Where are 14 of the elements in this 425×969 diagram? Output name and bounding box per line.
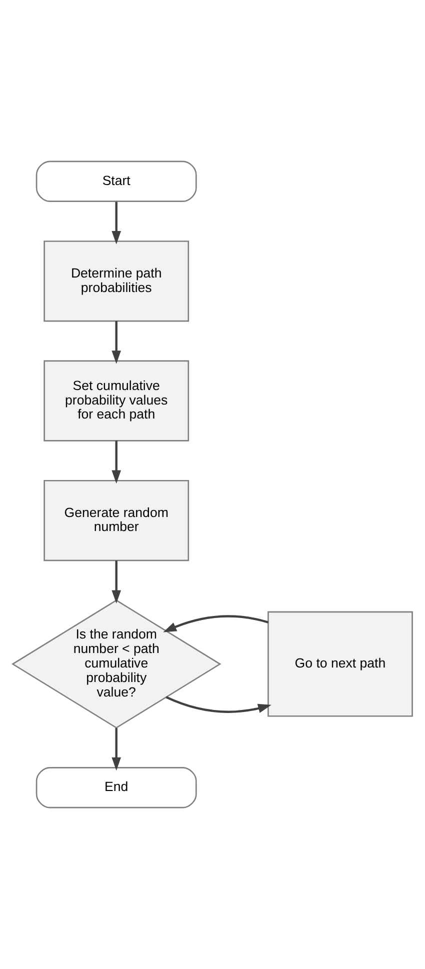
node-box: Determine path probabilities	[44, 240, 190, 322]
arrow	[166, 696, 272, 713]
arrow	[112, 560, 122, 604]
node-box: End	[36, 767, 197, 808]
node-box: Go to next path	[268, 611, 413, 717]
arrow	[112, 202, 122, 244]
arrow	[112, 321, 122, 364]
node-diamond: Is the random number < path cumulative probability value?	[11, 600, 222, 729]
arrow	[112, 440, 122, 484]
arrow	[163, 615, 268, 632]
node-box: Generate random number	[44, 480, 190, 562]
node-box: Set cumulative probability values for each path	[44, 360, 190, 442]
arrow	[112, 728, 122, 771]
node-box: Start	[36, 160, 197, 202]
